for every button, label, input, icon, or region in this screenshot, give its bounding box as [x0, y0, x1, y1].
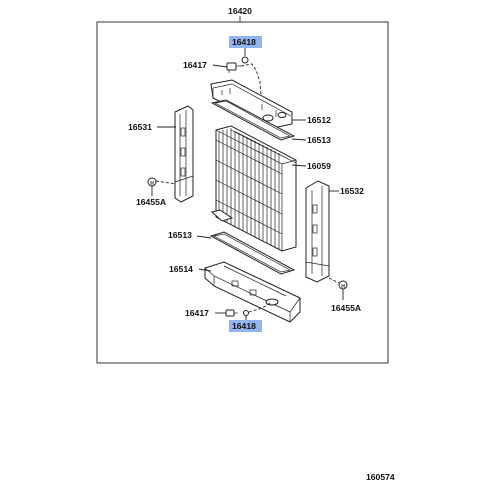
part-16455A-right-label[interactable]: 16455A [331, 303, 361, 313]
part-16531-label[interactable]: 16531 [128, 122, 152, 132]
bolt-left-dash [155, 180, 177, 185]
svg-text:H: H [150, 181, 154, 187]
part-16514-label[interactable]: 16514 [169, 264, 193, 274]
part-16417-top-leader [212, 64, 228, 68]
top-dash-line [240, 63, 263, 111]
o-ring-bottom-icon [243, 310, 249, 316]
part-16455A-left-label[interactable]: 16455A [136, 197, 166, 207]
drain-cock-top-icon [226, 62, 241, 73]
part-16418-top-label[interactable]: 16418 [232, 37, 256, 47]
assembly-number-label: 16420 [228, 6, 252, 16]
part-16059-label[interactable]: 16059 [307, 161, 331, 171]
diagram-frame [96, 21, 389, 364]
part-16532-label[interactable]: 16532 [340, 186, 364, 196]
part-16418-top-highlight [229, 36, 262, 48]
svg-text:H: H [341, 284, 345, 290]
bolt-left-icon: H [147, 177, 157, 196]
lower-gasket-icon [209, 231, 296, 275]
bolt-right-icon: H [338, 280, 348, 300]
part-16417-top-label[interactable]: 16417 [183, 60, 207, 70]
part-16513-lower-label[interactable]: 16513 [168, 230, 192, 240]
part-16417-bottom-label[interactable]: 16417 [185, 308, 209, 318]
right-support-bracket-icon [305, 180, 330, 283]
part-16418-bottom-label[interactable]: 16418 [232, 321, 256, 331]
upper-tank-icon [210, 79, 293, 129]
upper-gasket-icon [210, 99, 296, 141]
lower-tank-icon [204, 261, 301, 323]
bolt-right-dash [328, 277, 340, 284]
part-16513-upper-leader [291, 138, 307, 141]
part-16418-bottom-highlight [229, 320, 262, 332]
part-16059-leader [291, 164, 307, 167]
left-support-bracket-icon [174, 105, 194, 203]
part-16514-leader [198, 268, 212, 272]
drain-cock-bottom-icon [225, 309, 238, 317]
part-16513-upper-label[interactable]: 16513 [307, 135, 331, 145]
o-ring-top-icon [241, 56, 249, 64]
part-16513-lower-leader [196, 235, 212, 239]
radiator-core-icon [210, 125, 297, 252]
figure-id: 160574 [366, 472, 395, 482]
part-16512-label[interactable]: 16512 [307, 115, 331, 125]
bottom-dash-line [248, 302, 272, 313]
